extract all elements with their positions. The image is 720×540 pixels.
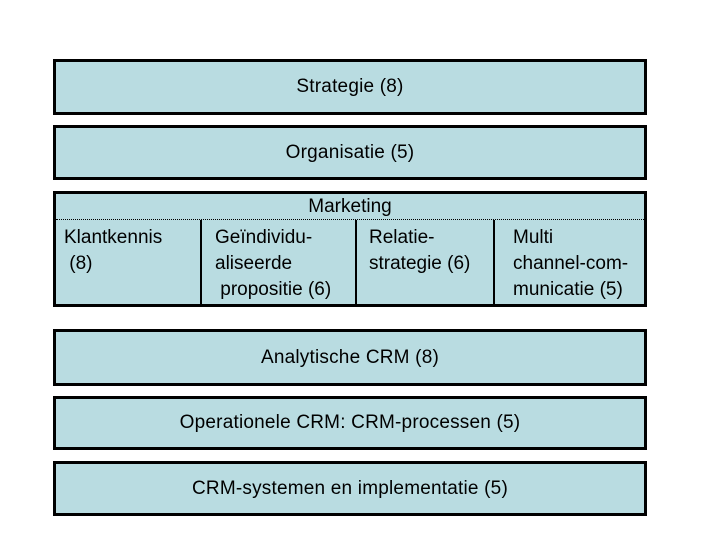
- analytische-crm-box: Analytische CRM (8): [53, 329, 647, 386]
- marketing-box: Marketing Klantkennis (8) Geïndividu- al…: [53, 191, 647, 307]
- marketing-title-row: Marketing: [56, 194, 644, 220]
- cell-line: Relatie-: [369, 227, 435, 248]
- crm-systemen-box: CRM-systemen en implementatie (5): [53, 461, 647, 516]
- marketing-cell-multichannel: Multi channel-com- municatie (5): [495, 220, 644, 304]
- cell-line: (8): [64, 253, 93, 274]
- crm-systemen-label: CRM-systemen en implementatie (5): [192, 477, 508, 499]
- marketing-cells-row: Klantkennis (8) Geïndividu- aliseerde pr…: [56, 220, 644, 304]
- cell-line: Geïndividu-: [215, 227, 313, 248]
- cell-line: channel-com-: [513, 253, 629, 274]
- organisatie-box: Organisatie (5): [53, 125, 647, 180]
- strategie-label: Strategie (8): [296, 76, 404, 97]
- strategie-box: Strategie (8): [53, 59, 647, 115]
- organisatie-label: Organisatie (5): [285, 141, 415, 163]
- cell-line: municatie (5): [513, 279, 623, 300]
- cell-line: Klantkennis: [64, 227, 163, 248]
- operationele-crm-box: Operationele CRM: CRM-processen (5): [53, 396, 647, 450]
- cell-line: Multi: [513, 227, 554, 248]
- cell-line: aliseerde: [215, 253, 293, 274]
- marketing-cell-relatiestrategie: Relatie- strategie (6): [357, 220, 495, 304]
- cell-line: strategie (6): [369, 253, 471, 274]
- operationele-crm-label: Operationele CRM: CRM-processen (5): [179, 412, 521, 433]
- cell-line: propositie (6): [215, 279, 332, 300]
- analytische-crm-label: Analytische CRM (8): [260, 346, 439, 368]
- marketing-cell-klantkennis: Klantkennis (8): [56, 220, 202, 304]
- marketing-cell-propositie: Geïndividu- aliseerde propositie (6): [202, 220, 357, 304]
- marketing-title: Marketing: [308, 195, 392, 217]
